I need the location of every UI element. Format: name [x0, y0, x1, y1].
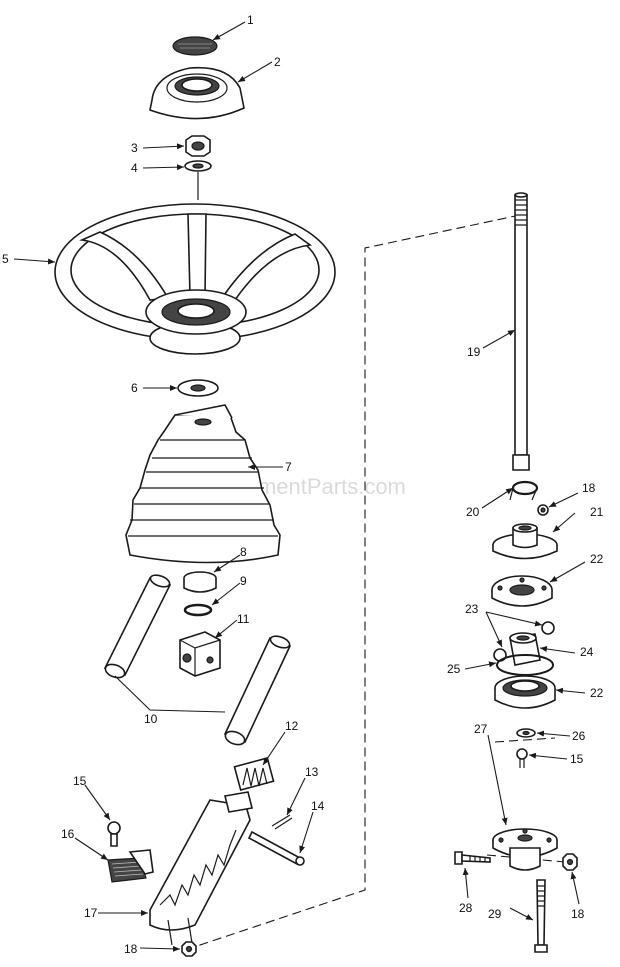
callout-2: 2 — [274, 55, 281, 69]
callout-24: 24 — [580, 645, 594, 659]
callout-18-bottom: 18 — [124, 942, 138, 956]
callout-21: 21 — [590, 505, 604, 519]
washer-top — [184, 160, 212, 172]
ball-bearing-upper — [541, 621, 555, 635]
pivot-block — [179, 631, 221, 677]
callout-15-left: 15 — [73, 774, 87, 788]
clevis-pin — [247, 830, 305, 866]
universal-joint — [509, 632, 541, 666]
callout-5: 5 — [2, 252, 9, 266]
callout-23: 23 — [465, 602, 479, 616]
pedal-arm — [149, 791, 253, 946]
washer-right — [516, 728, 536, 738]
callout-29: 29 — [488, 907, 502, 921]
screw-right — [516, 748, 528, 768]
callout-17: 17 — [84, 906, 98, 920]
grip-left — [103, 574, 172, 679]
assembly-dashed-line-upper — [184, 214, 521, 951]
washer-middle — [177, 379, 219, 397]
nut-bottom — [181, 941, 197, 957]
grip-leader-lines — [114, 675, 226, 713]
steering-shaft — [512, 192, 530, 471]
callout-6: 6 — [131, 381, 138, 395]
callout-13: 13 — [305, 765, 319, 779]
callout-7: 7 — [285, 460, 292, 474]
bolt-vertical — [534, 879, 548, 953]
callout-20: 20 — [466, 505, 480, 519]
callout-18-lower-right: 18 — [571, 907, 585, 921]
callout-15-right: 15 — [570, 752, 584, 766]
callout-22-upper: 22 — [590, 552, 604, 566]
snap-ring — [183, 603, 213, 617]
callout-11: 11 — [237, 612, 250, 626]
callout-8: 8 — [240, 545, 247, 559]
assembly-dashed-line-lower — [494, 737, 556, 743]
upper-disc — [491, 575, 553, 607]
shaft-clamp — [509, 480, 539, 501]
callout-10: 10 — [144, 712, 158, 726]
nut-lower-right — [562, 853, 578, 871]
center-cap — [172, 36, 218, 56]
callout-18-upper-right: 18 — [582, 481, 596, 495]
bolt-horizontal — [454, 851, 491, 865]
callout-19: 19 — [467, 345, 481, 359]
callout-3: 3 — [131, 141, 138, 155]
hex-nut — [185, 135, 211, 157]
callout-1: 1 — [247, 13, 254, 27]
callout-leaders — [13, 21, 586, 952]
callout-12: 12 — [285, 719, 299, 733]
bottom-flange — [492, 828, 558, 871]
upper-flange — [492, 523, 558, 560]
retaining-ring — [496, 654, 554, 676]
callout-4: 4 — [131, 161, 138, 175]
callout-28: 28 — [459, 901, 473, 915]
bolt-left — [107, 821, 121, 847]
hub-cover — [149, 66, 245, 120]
callout-22-lower: 22 — [590, 686, 604, 700]
callout-14: 14 — [311, 799, 325, 813]
pedal-spring — [233, 757, 275, 791]
callout-27: 27 — [474, 722, 488, 736]
pedal-pad — [107, 849, 154, 883]
steering-boot — [125, 404, 281, 564]
nut-upper-right — [537, 504, 549, 516]
steering-wheel — [54, 203, 336, 355]
callout-labels: 1 2 3 4 5 6 7 8 9 10 11 12 13 14 15 16 1… — [2, 13, 604, 956]
grip-right — [223, 635, 292, 746]
bushing — [183, 571, 217, 593]
callout-26: 26 — [572, 729, 586, 743]
callout-25: 25 — [447, 662, 461, 676]
lower-bearing-cup — [494, 675, 556, 709]
callout-9: 9 — [240, 574, 247, 588]
callout-16: 16 — [61, 827, 75, 841]
cotter-pin — [271, 814, 293, 830]
